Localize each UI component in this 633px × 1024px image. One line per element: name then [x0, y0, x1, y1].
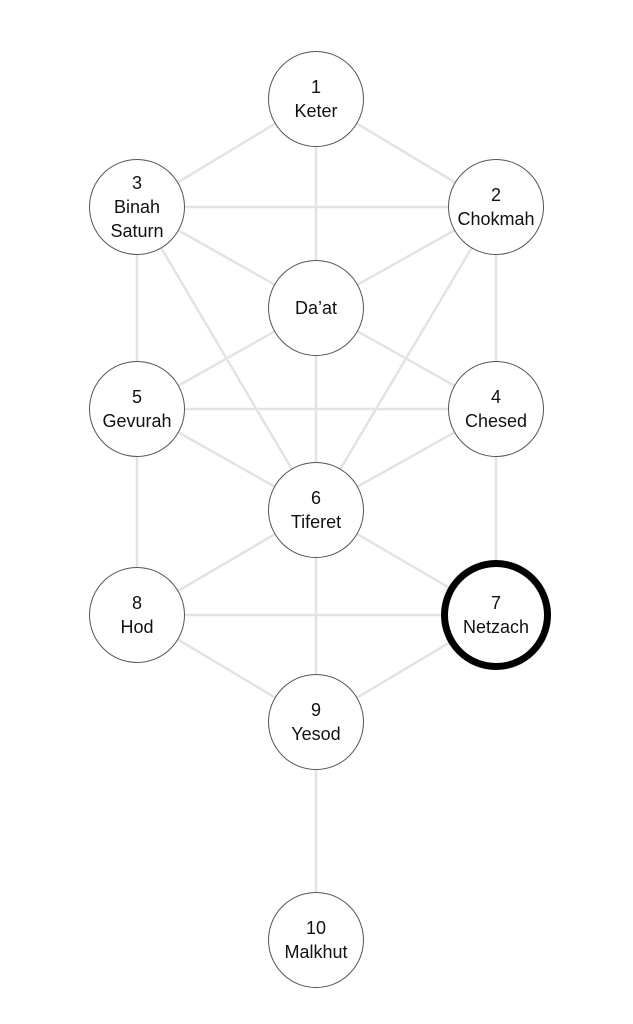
node-label: Keter — [294, 101, 338, 121]
node-label: Malkhut — [284, 942, 348, 962]
node-label: Netzach — [462, 617, 530, 637]
node-label: Tiferet — [290, 512, 342, 532]
node-label: 9 — [310, 700, 321, 720]
node-label: 1 — [310, 77, 321, 97]
node-label: 3 — [131, 173, 142, 193]
node-label: 4 — [490, 387, 501, 407]
node-label: 6 — [310, 488, 321, 508]
node-label: 2 — [490, 185, 501, 205]
node-label: Saturn — [110, 221, 164, 241]
node-label: 8 — [131, 593, 142, 613]
node-label: 5 — [131, 387, 142, 407]
node-label: 7 — [490, 593, 501, 613]
node-label: Chokmah — [457, 209, 535, 229]
node-daat[interactable]: Da’at — [268, 260, 364, 356]
node-label: Hod — [120, 617, 154, 637]
node-label: Da’at — [294, 298, 338, 318]
node-label: Gevurah — [102, 411, 172, 431]
node-label: Chesed — [464, 411, 528, 431]
node-label: 10 — [305, 918, 327, 938]
node-label: Binah — [113, 197, 161, 217]
node-label: Yesod — [291, 724, 341, 744]
